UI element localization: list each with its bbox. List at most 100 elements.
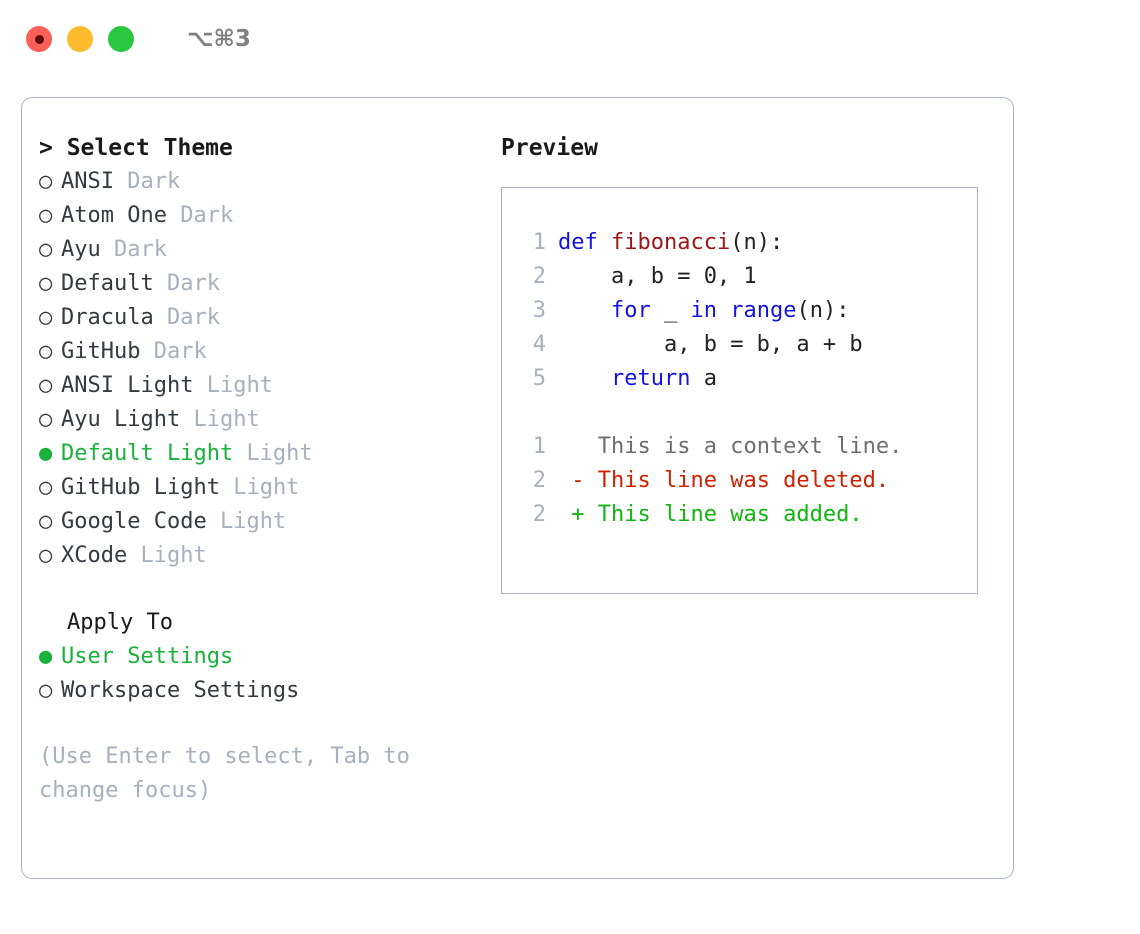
code-token: _: [663, 298, 691, 323]
code-token: (n):: [730, 230, 784, 255]
theme-option-tag: Light: [233, 475, 300, 500]
theme-option-tag: Dark: [180, 203, 234, 228]
theme-option-name: GitHub Light: [61, 475, 220, 500]
radio-empty-icon: ○: [39, 678, 53, 703]
theme-option-tag: Dark: [127, 169, 181, 194]
diff-marker: +: [558, 502, 598, 527]
radio-empty-icon: ○: [39, 407, 53, 432]
theme-option-tag: Dark: [114, 237, 167, 262]
theme-option-name: Default: [61, 271, 154, 296]
line-number: 2: [532, 264, 546, 289]
radio-empty-icon: ○: [39, 509, 53, 534]
apply-to-title: Apply To: [67, 610, 173, 635]
maximize-button[interactable]: [108, 26, 134, 52]
theme-option-ayu[interactable]: ○ Ayu Dark: [39, 233, 479, 267]
line-number: 2: [532, 468, 546, 493]
line-number: 3: [532, 298, 546, 323]
apply-to-option-label: User Settings: [61, 644, 234, 669]
apply-to-section: Apply To ● User Settings ○ Workspace Settin…: [39, 606, 479, 708]
theme-option-tag: Light: [246, 441, 313, 466]
diff-text: This is a context line.: [597, 434, 903, 459]
apply-to-option-user-settings[interactable]: ● User Settings: [39, 640, 479, 674]
radio-empty-icon: ○: [39, 339, 53, 364]
theme-option-github-light[interactable]: ○GitHub Light Light: [39, 471, 479, 505]
line-number: 1: [532, 230, 546, 255]
radio-empty-icon: ○: [39, 271, 53, 296]
theme-option-name: Default Light: [61, 441, 234, 466]
dialog-panel: > Select Theme ○ANSI Dark○Atom One Dark○…: [21, 97, 1014, 879]
code-token: return: [610, 366, 704, 391]
minimize-button[interactable]: [67, 26, 93, 52]
code-token: a, b = b, a + b: [663, 332, 863, 357]
code-token: range: [730, 298, 797, 323]
line-number: 2: [532, 502, 546, 527]
code-token: in: [690, 298, 731, 323]
line-number: 4: [532, 332, 546, 357]
theme-option-name: Atom One: [61, 203, 167, 228]
radio-empty-icon: ○: [39, 237, 53, 262]
diff-sample: 1 This is a context line.2 - This line w…: [522, 430, 977, 532]
code-line: 3 for _ in range(n):: [522, 294, 977, 328]
close-button[interactable]: [26, 26, 52, 52]
theme-option-xcode[interactable]: ○ XCode Light: [39, 539, 479, 573]
page-title: > Select Theme: [39, 135, 233, 161]
line-number: 5: [532, 366, 546, 391]
radio-empty-icon: ○: [39, 543, 53, 568]
code-token: for: [610, 298, 664, 323]
theme-option-atom-one[interactable]: ○ Atom One Dark: [39, 199, 479, 233]
theme-list[interactable]: ○ ANSI Dark ○ Atom One Dark ○ Ayu Dark ○ Defaul…: [39, 165, 479, 573]
theme-option-name: ANSI Light: [61, 373, 194, 398]
code-line: 5 return a: [522, 362, 977, 396]
theme-option-name: ANSI: [61, 169, 114, 194]
diff-text: This line was deleted.: [597, 468, 890, 493]
theme-option-tag: Light: [193, 407, 260, 432]
radio-selected-icon: ●: [39, 644, 53, 669]
theme-option-ansi-light[interactable]: ○ANSI Light Light: [39, 369, 479, 403]
code-line: 2 a, b = 0, 1: [522, 260, 977, 294]
spacer: [522, 396, 977, 430]
radio-empty-icon: ○: [39, 373, 53, 398]
theme-option-tag: Light: [219, 509, 287, 534]
theme-option-google-code[interactable]: ○ Google Code Light: [39, 505, 479, 539]
title-bar: ⌥⌘3: [0, 0, 1140, 78]
keyboard-hint-text: (Use Enter to select, Tab to change focu…: [39, 744, 424, 803]
code-token: (n):: [796, 298, 850, 323]
diff-text: This line was added.: [597, 502, 863, 527]
diff-line: 2 + This line was added.: [522, 498, 977, 532]
preview-title: Preview: [501, 135, 598, 161]
apply-to-option-label: Workspace Settings: [61, 678, 300, 703]
theme-option-default-light[interactable]: ● Default Light Light: [39, 437, 479, 471]
theme-option-name: Dracula: [61, 305, 154, 330]
theme-option-ansi[interactable]: ○ ANSI Dark: [39, 165, 479, 199]
code-line: 4 a, b = b, a + b: [522, 328, 977, 362]
radio-empty-icon: ○: [39, 203, 53, 228]
line-number: 1: [532, 434, 546, 459]
radio-selected-icon: ●: [39, 441, 53, 466]
theme-option-ayu-light[interactable]: ○ Ayu Light Light: [39, 403, 479, 437]
apply-to-options[interactable]: ● User Settings ○ Workspace Settings: [39, 640, 479, 708]
diff-marker: -: [558, 468, 598, 493]
radio-empty-icon: ○: [39, 169, 53, 194]
theme-option-name: Google Code: [61, 509, 207, 534]
theme-option-github[interactable]: ○GitHub Dark: [39, 335, 479, 369]
code-token: fibonacci: [610, 230, 731, 255]
theme-option-tag: Dark: [166, 305, 220, 330]
theme-option-name: XCode: [61, 543, 128, 568]
theme-picker-column: > Select Theme ○ANSI Dark○Atom One Dark○…: [39, 131, 479, 808]
code-token: def: [558, 230, 611, 255]
theme-option-name: Ayu Light: [61, 407, 181, 432]
theme-option-tag: Light: [140, 543, 207, 568]
theme-option-name: Ayu: [61, 237, 101, 262]
keyboard-shortcut-label: ⌥⌘3: [187, 26, 251, 52]
apply-to-option-workspace-settings[interactable]: ○ Workspace Settings: [39, 674, 479, 708]
diff-line: 1 This is a context line.: [522, 430, 977, 464]
diff-line: 2 - This line was deleted.: [522, 464, 977, 498]
theme-option-dracula[interactable]: ○Dracula Dark: [39, 301, 479, 335]
theme-option-default[interactable]: ○Default Dark: [39, 267, 479, 301]
theme-option-name: GitHub: [61, 339, 141, 364]
code-token: a, b = 0, 1: [610, 264, 757, 289]
